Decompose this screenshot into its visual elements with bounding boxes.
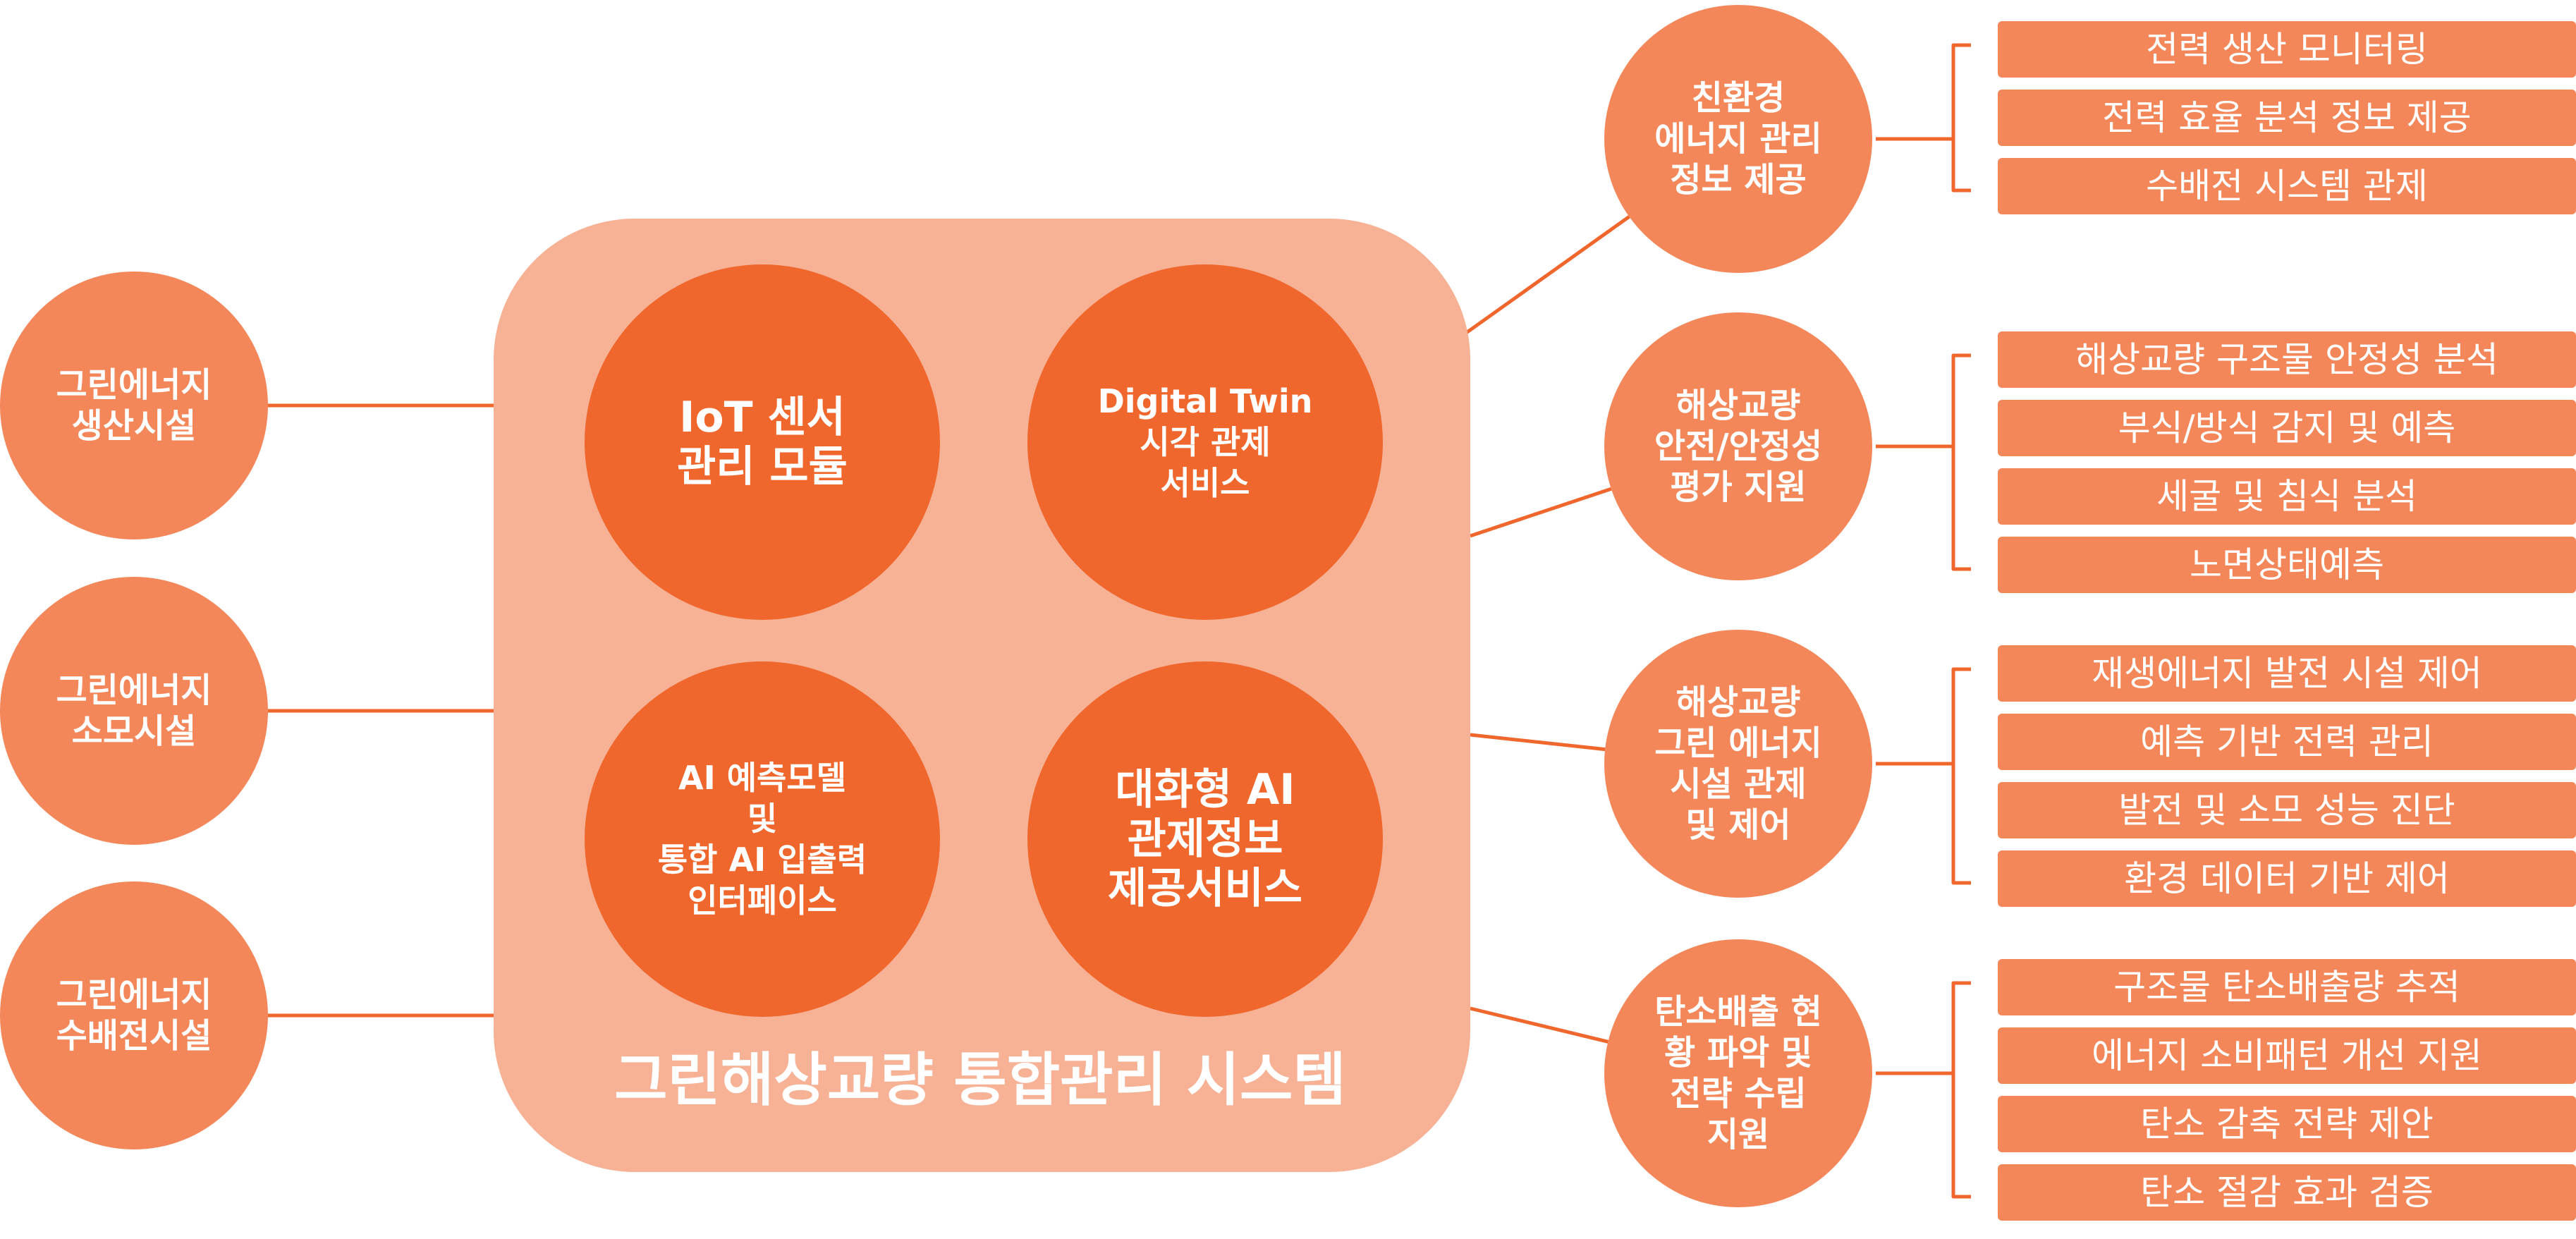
feature-bar	[1998, 959, 2576, 1015]
feature-bar	[1998, 331, 2576, 388]
module-circle	[1027, 264, 1383, 620]
feature-bracket	[1876, 43, 1971, 193]
feature-label: 전력 효율 분석 정보 제공	[2102, 97, 2472, 138]
facility-circle	[0, 881, 268, 1149]
right-connector-line	[1470, 1006, 1609, 1044]
service-circle	[1604, 939, 1872, 1207]
feature-label: 세굴 및 침식 분석	[2156, 476, 2417, 517]
feature-label: 구조물 탄소배출량 추적	[2113, 967, 2460, 1008]
feature-label: 발전 및 소모 성능 진단	[2118, 790, 2455, 831]
feature-bar	[1998, 90, 2576, 146]
service-circle	[1604, 630, 1872, 898]
module-label-line: 인터페이스	[688, 881, 837, 920]
service-label-line: 그린 에너지	[1654, 724, 1822, 763]
connector-lines	[261, 215, 1630, 1044]
service-label-line: 해상교량	[1676, 386, 1801, 425]
feature-label: 환경 데이터 기반 제어	[2124, 858, 2450, 899]
service-label-line: 황 파악 및	[1664, 1033, 1812, 1073]
feature-bar	[1998, 158, 2576, 214]
facility-label-line: 생산시설	[72, 406, 197, 446]
service-label-line: 친환경	[1692, 78, 1785, 118]
feature-bar	[1998, 645, 2576, 702]
service-label-line: 해상교량	[1676, 683, 1801, 722]
feature-bar	[1998, 782, 2576, 838]
feature-bar	[1998, 714, 2576, 770]
feature-label: 부식/방식 감지 및 예측	[2118, 408, 2456, 448]
service-label-line: 및 제어	[1685, 805, 1790, 845]
service-label-line: 지원	[1707, 1115, 1769, 1154]
service-circle	[1604, 312, 1872, 580]
feature-bar	[1998, 400, 2576, 456]
facility-label-line: 그린에너지	[56, 671, 212, 710]
module-label-line: 시각 관제	[1140, 423, 1270, 461]
module-circle	[585, 264, 940, 620]
module-label-line: 제공서비스	[1108, 864, 1302, 913]
feature-bracket	[1876, 981, 1971, 1199]
feature-label: 에너지 소비패턴 개선 지원	[2092, 1035, 2482, 1076]
module-label-line: 및	[747, 800, 777, 838]
service-label-line: 탄소배출 현	[1654, 992, 1822, 1032]
service-label-line: 안전/안정성	[1654, 427, 1822, 466]
service-label-line: 에너지 관리	[1654, 119, 1822, 159]
service-label-line: 평가 지원	[1670, 468, 1806, 507]
module-label-line: 서비스	[1161, 464, 1250, 502]
module-label-line: 대화형 AI	[1115, 765, 1295, 814]
service-label-line: 시설 관제	[1670, 764, 1806, 804]
facility-label-line: 소모시설	[72, 712, 197, 751]
feature-bar	[1998, 468, 2576, 525]
module-label-line: 관제정보	[1128, 814, 1283, 864]
facility-label-line: 수배전시설	[56, 1016, 212, 1056]
module-label-line: 통합 AI 입출력	[658, 841, 867, 879]
feature-label: 수배전 시스템 관제	[2146, 166, 2428, 207]
feature-bar	[1998, 1164, 2576, 1221]
facility-circle	[0, 577, 268, 845]
right-connector-line	[1462, 215, 1630, 337]
service-circle	[1604, 5, 1872, 273]
service-label-line: 전략 수립	[1670, 1074, 1806, 1113]
feature-bar	[1998, 537, 2576, 593]
module-label-line: IoT 센서	[679, 393, 846, 442]
module-label-line: Digital Twin	[1098, 382, 1313, 420]
feature-bracket	[1876, 353, 1971, 571]
feature-label: 예측 기반 전력 관리	[2140, 721, 2434, 762]
service-label-line: 정보 제공	[1670, 160, 1806, 200]
facility-label-line: 그린에너지	[56, 975, 212, 1015]
feature-label: 전력 생산 모니터링	[2146, 29, 2428, 70]
feature-label: 재생에너지 발전 시설 제어	[2092, 653, 2482, 694]
facility-label-line: 그린에너지	[56, 365, 212, 405]
feature-label: 탄소 절감 효과 검증	[2140, 1172, 2434, 1213]
module-circle	[585, 661, 940, 1017]
feature-label: 해상교량 구조물 안정성 분석	[2075, 339, 2498, 380]
system-title: 그린해상교량 통합관리 시스템	[614, 1047, 1346, 1114]
feature-bar	[1998, 850, 2576, 907]
feature-label: 탄소 감축 전략 제안	[2140, 1104, 2434, 1145]
module-label-line: AI 예측모델	[678, 759, 846, 797]
feature-bar	[1998, 21, 2576, 78]
feature-bar	[1998, 1027, 2576, 1084]
feature-bar	[1998, 1096, 2576, 1152]
right-connector-line	[1470, 733, 1606, 752]
module-circle	[1027, 661, 1383, 1017]
feature-bracket	[1876, 667, 1971, 885]
right-connector-line	[1470, 487, 1612, 538]
facility-circle	[0, 271, 268, 539]
feature-label: 노면상태예측	[2190, 544, 2384, 585]
module-label-line: 관리 모듈	[677, 442, 848, 492]
